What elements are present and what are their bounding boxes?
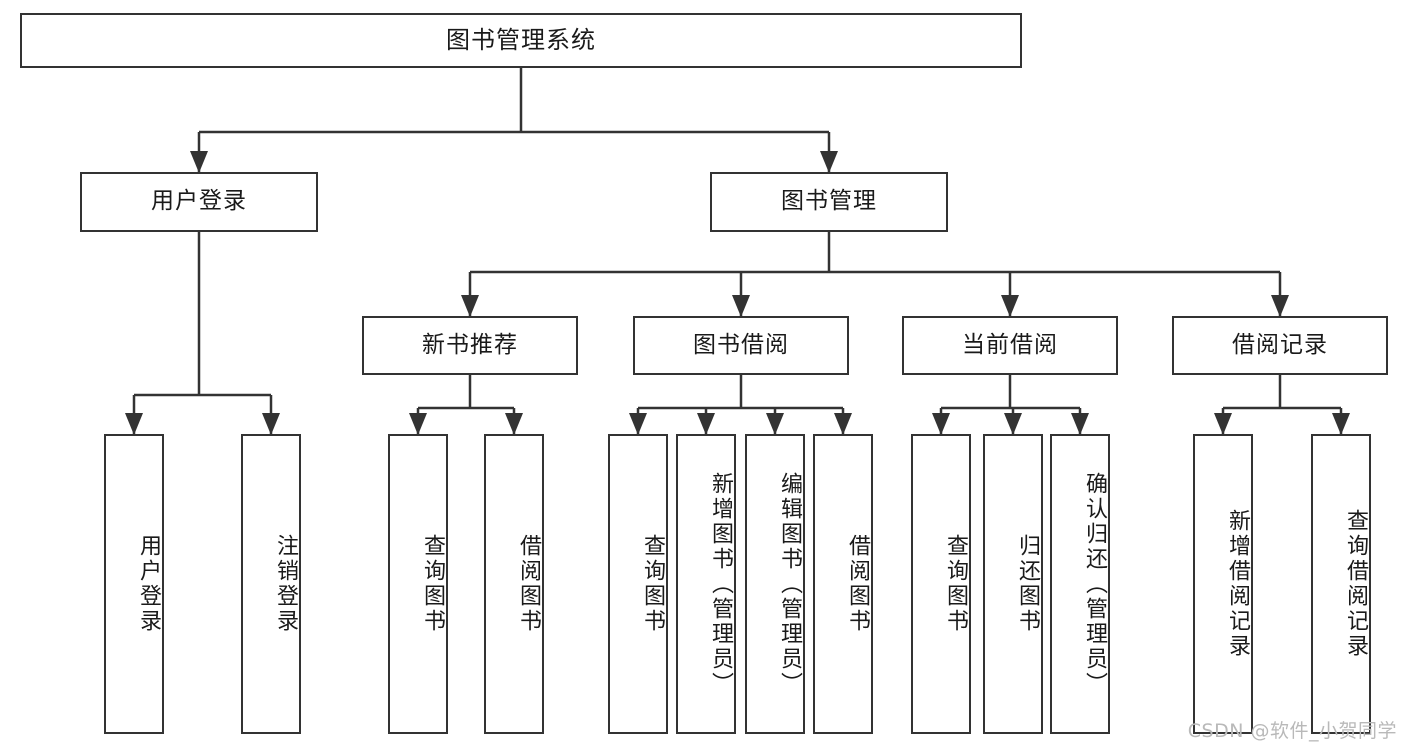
- arrowhead-icon: [409, 413, 427, 435]
- node-label: 查询图书: [420, 534, 445, 634]
- node-label: 图书借阅: [693, 331, 789, 358]
- arrowhead-icon: [461, 295, 479, 317]
- arrowhead-icon: [820, 151, 838, 173]
- arrowhead-icon: [1001, 295, 1019, 317]
- node-leaf-brw-borrow[interactable]: 借阅图书: [813, 434, 873, 734]
- node-leaf-rec-borrow[interactable]: 借阅图书: [484, 434, 544, 734]
- node-label: 查询图书: [640, 534, 665, 634]
- node-leaf-brw-edit[interactable]: 编辑图书（管理员）: [745, 434, 805, 734]
- node-label: 新书推荐: [422, 331, 518, 358]
- node-label: 编辑图书（管理员）: [777, 471, 802, 697]
- arrowhead-icon: [1271, 295, 1289, 317]
- node-leaf-brw-add[interactable]: 新增图书（管理员）: [676, 434, 736, 734]
- node-label: 当前借阅: [962, 331, 1058, 358]
- node-leaf-rec-add[interactable]: 新增借阅记录: [1193, 434, 1253, 734]
- node-new-book-rec[interactable]: 新书推荐: [362, 316, 578, 375]
- node-label: 查询图书: [943, 534, 968, 634]
- node-label: 借阅图书: [845, 534, 870, 634]
- arrowhead-icon: [505, 413, 523, 435]
- arrowhead-icon: [697, 413, 715, 435]
- node-book-manage[interactable]: 图书管理: [710, 172, 948, 232]
- arrowhead-icon: [932, 413, 950, 435]
- node-leaf-cur-return[interactable]: 归还图书: [983, 434, 1043, 734]
- node-root[interactable]: 图书管理系统: [20, 13, 1022, 68]
- arrowhead-icon: [629, 413, 647, 435]
- node-leaf-brw-query[interactable]: 查询图书: [608, 434, 668, 734]
- node-leaf-cur-confirm[interactable]: 确认归还（管理员）: [1050, 434, 1110, 734]
- node-book-borrow[interactable]: 图书借阅: [633, 316, 849, 375]
- node-label: 确认归还（管理员）: [1082, 471, 1107, 697]
- arrowhead-icon: [732, 295, 750, 317]
- arrowhead-icon: [1004, 413, 1022, 435]
- node-label: 新增图书（管理员）: [708, 471, 733, 697]
- node-leaf-cur-query[interactable]: 查询图书: [911, 434, 971, 734]
- arrowhead-icon: [125, 413, 143, 435]
- arrowhead-icon: [1214, 413, 1232, 435]
- node-current-borrow[interactable]: 当前借阅: [902, 316, 1118, 375]
- node-label: 借阅图书: [516, 534, 541, 634]
- node-leaf-user-logout[interactable]: 注销登录: [241, 434, 301, 734]
- arrowhead-icon: [1332, 413, 1350, 435]
- node-label: 新增借阅记录: [1225, 509, 1250, 659]
- arrowhead-icon: [834, 413, 852, 435]
- arrowhead-icon: [262, 413, 280, 435]
- node-label: 图书管理: [781, 188, 877, 215]
- node-label: 查询借阅记录: [1343, 509, 1368, 659]
- node-label: 注销登录: [273, 534, 298, 634]
- arrowhead-icon: [190, 151, 208, 173]
- arrowhead-icon: [1071, 413, 1089, 435]
- node-leaf-rec-search[interactable]: 查询借阅记录: [1311, 434, 1371, 734]
- node-label: 用户登录: [136, 534, 161, 634]
- node-borrow-record[interactable]: 借阅记录: [1172, 316, 1388, 375]
- node-label: 用户登录: [151, 188, 247, 215]
- node-user-login[interactable]: 用户登录: [80, 172, 318, 232]
- node-label: 借阅记录: [1232, 331, 1328, 358]
- node-label: 归还图书: [1015, 534, 1040, 634]
- node-leaf-user-login[interactable]: 用户登录: [104, 434, 164, 734]
- node-label: 图书管理系统: [446, 26, 596, 55]
- arrowhead-icon: [766, 413, 784, 435]
- node-leaf-rec-query[interactable]: 查询图书: [388, 434, 448, 734]
- watermark-text: CSDN @软件_小贺同学: [1187, 720, 1397, 742]
